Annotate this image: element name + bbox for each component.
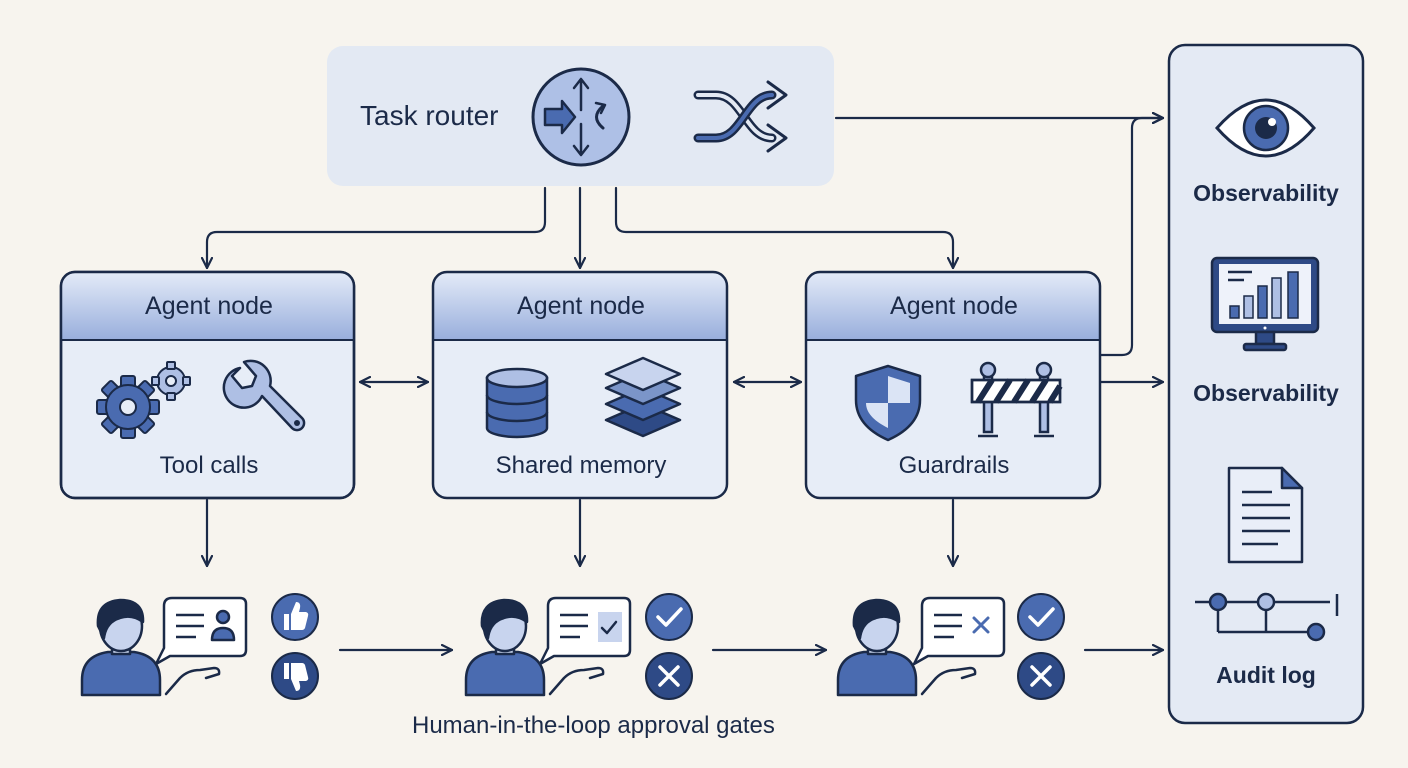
- shield-icon: [854, 364, 922, 442]
- offering-hand-icon: [164, 666, 221, 696]
- check-circle-icon[interactable]: [1017, 593, 1065, 641]
- person-icon: [464, 598, 546, 697]
- monitor-chart-icon: [1210, 256, 1320, 352]
- checkbox-bubble-icon: [538, 596, 632, 666]
- offering-hand-icon: [548, 666, 605, 696]
- agent-node-1: [59, 270, 356, 500]
- wrench-icon: [222, 359, 306, 432]
- eye-icon: [1215, 98, 1316, 158]
- agent-node-3-title: Agent node: [890, 292, 1018, 320]
- side-panel: [1167, 43, 1365, 725]
- agent-node-3: [804, 270, 1102, 500]
- agent-node-3-caption: Guardrails: [898, 452, 1010, 479]
- router-hub-icon: [531, 67, 631, 167]
- approval-gates-caption: Human-in-the-loop approval gates: [412, 712, 775, 739]
- document-icon: [1227, 466, 1304, 564]
- layers-icon: [604, 356, 682, 438]
- router-connectors: [207, 118, 1165, 650]
- x-circle-icon[interactable]: [645, 652, 693, 700]
- thumbs-down-icon[interactable]: [271, 652, 319, 700]
- x-bubble-icon: [912, 596, 1006, 666]
- gate-2: [464, 593, 693, 700]
- barrier-icon: [970, 361, 1063, 438]
- timeline-icon: [1195, 592, 1339, 642]
- thumbs-up-icon[interactable]: [271, 593, 319, 641]
- gate-1: [80, 593, 319, 700]
- person-icon: [80, 598, 162, 697]
- offering-hand-icon: [920, 666, 977, 696]
- shuffle-icon: [693, 80, 788, 153]
- audit-log-label: Audit log: [1216, 662, 1316, 688]
- observability-label-1: Observability: [1193, 180, 1339, 206]
- person-icon: [836, 598, 918, 697]
- agent-node-1-caption: Tool calls: [159, 452, 259, 479]
- observability-label-2: Observability: [1193, 380, 1339, 406]
- agent-node-2: [431, 270, 729, 500]
- agent-node-2-caption: Shared memory: [495, 452, 667, 479]
- task-router-label: Task router: [360, 100, 499, 131]
- task-router-box: [327, 46, 834, 186]
- gate-3: [836, 593, 1065, 700]
- id-card-bubble-icon: [154, 596, 248, 666]
- agent-node-2-title: Agent node: [517, 292, 645, 320]
- agent-node-1-title: Agent node: [145, 292, 273, 320]
- x-circle-icon[interactable]: [1017, 652, 1065, 700]
- gears-icon: [96, 361, 191, 439]
- database-icon: [485, 367, 549, 439]
- check-circle-icon[interactable]: [645, 593, 693, 641]
